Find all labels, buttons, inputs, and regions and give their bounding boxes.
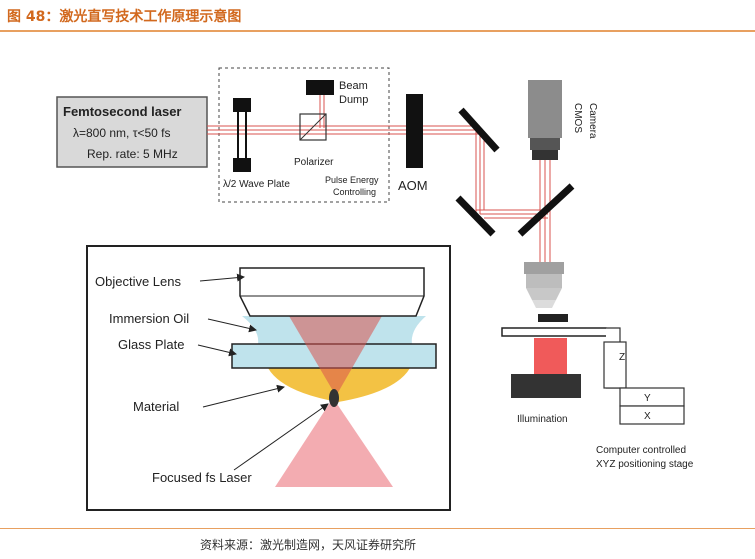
- camera-label-2: Camera: [587, 103, 598, 139]
- cmos-camera: [528, 80, 562, 160]
- material-label: Material: [133, 399, 179, 414]
- focused-laser-cone: [275, 398, 393, 487]
- laser-beam-path: [207, 93, 551, 262]
- mirror-2: [455, 195, 496, 237]
- focused-laser-label: Focused fs Laser: [152, 470, 252, 485]
- aom-label: AOM: [398, 178, 428, 193]
- objective-lens-label: Objective Lens: [95, 274, 181, 289]
- figure-title: 图 48：激光直写技术工作原理示意图: [7, 9, 242, 25]
- aom-modulator: [406, 94, 423, 168]
- top-divider: [0, 30, 755, 32]
- laser-source-box: [56, 96, 208, 168]
- axis-x-label: X: [644, 411, 651, 422]
- arrow-oil: [207, 318, 257, 333]
- wave-plate: [233, 98, 251, 172]
- beam-dump-label-2: Dump: [339, 94, 368, 106]
- pulse-energy-label-1: Pulse Energy: [325, 175, 379, 185]
- illumination-base: [511, 374, 581, 398]
- stage-label-1: Computer controlled: [596, 445, 686, 456]
- stage-plate: [501, 327, 621, 337]
- laser-spec: λ=800 nm, τ<50 fs: [73, 126, 170, 140]
- wave-plate-label: λ/2 Wave Plate: [223, 179, 290, 190]
- beam-dump: [306, 80, 334, 95]
- polarizer-label: Polarizer: [294, 157, 334, 168]
- pulse-energy-label-2: Controlling: [333, 187, 376, 197]
- arrow-material: [202, 384, 285, 408]
- focal-spot: [329, 389, 339, 407]
- source-note: 资料来源：激光制造网，天风证券研究所: [200, 538, 417, 552]
- objective-lens: [524, 262, 564, 308]
- illumination-label: Illumination: [517, 414, 568, 425]
- bottom-divider: [0, 528, 755, 529]
- inset-objective-lens: [239, 267, 425, 317]
- dichroic-mirror: [517, 183, 575, 237]
- polarizer-cube: [299, 113, 327, 141]
- mirror-1: [458, 107, 500, 153]
- laser-name: Femtosecond laser: [63, 104, 182, 119]
- stage-label-2: XYZ positioning stage: [596, 459, 694, 470]
- axis-z-label: Z: [619, 352, 625, 363]
- sample-holder: [538, 314, 568, 322]
- glass-plate-label: Glass Plate: [118, 337, 184, 352]
- arrow-glass: [197, 344, 237, 357]
- optics-enclosure: [218, 67, 390, 203]
- axis-y-label: Y: [644, 393, 651, 404]
- xyz-stage: [603, 327, 685, 425]
- arrow-focused: [233, 403, 329, 471]
- immersion-oil-label: Immersion Oil: [109, 311, 189, 326]
- beam-dump-label-1: Beam: [339, 80, 368, 92]
- laser-rate: Rep. rate: 5 MHz: [87, 147, 178, 161]
- illumination-light: [534, 338, 567, 374]
- camera-label-1: CMOS: [572, 103, 583, 133]
- upper-beam-cone: [289, 316, 382, 396]
- arrow-objective: [199, 273, 245, 282]
